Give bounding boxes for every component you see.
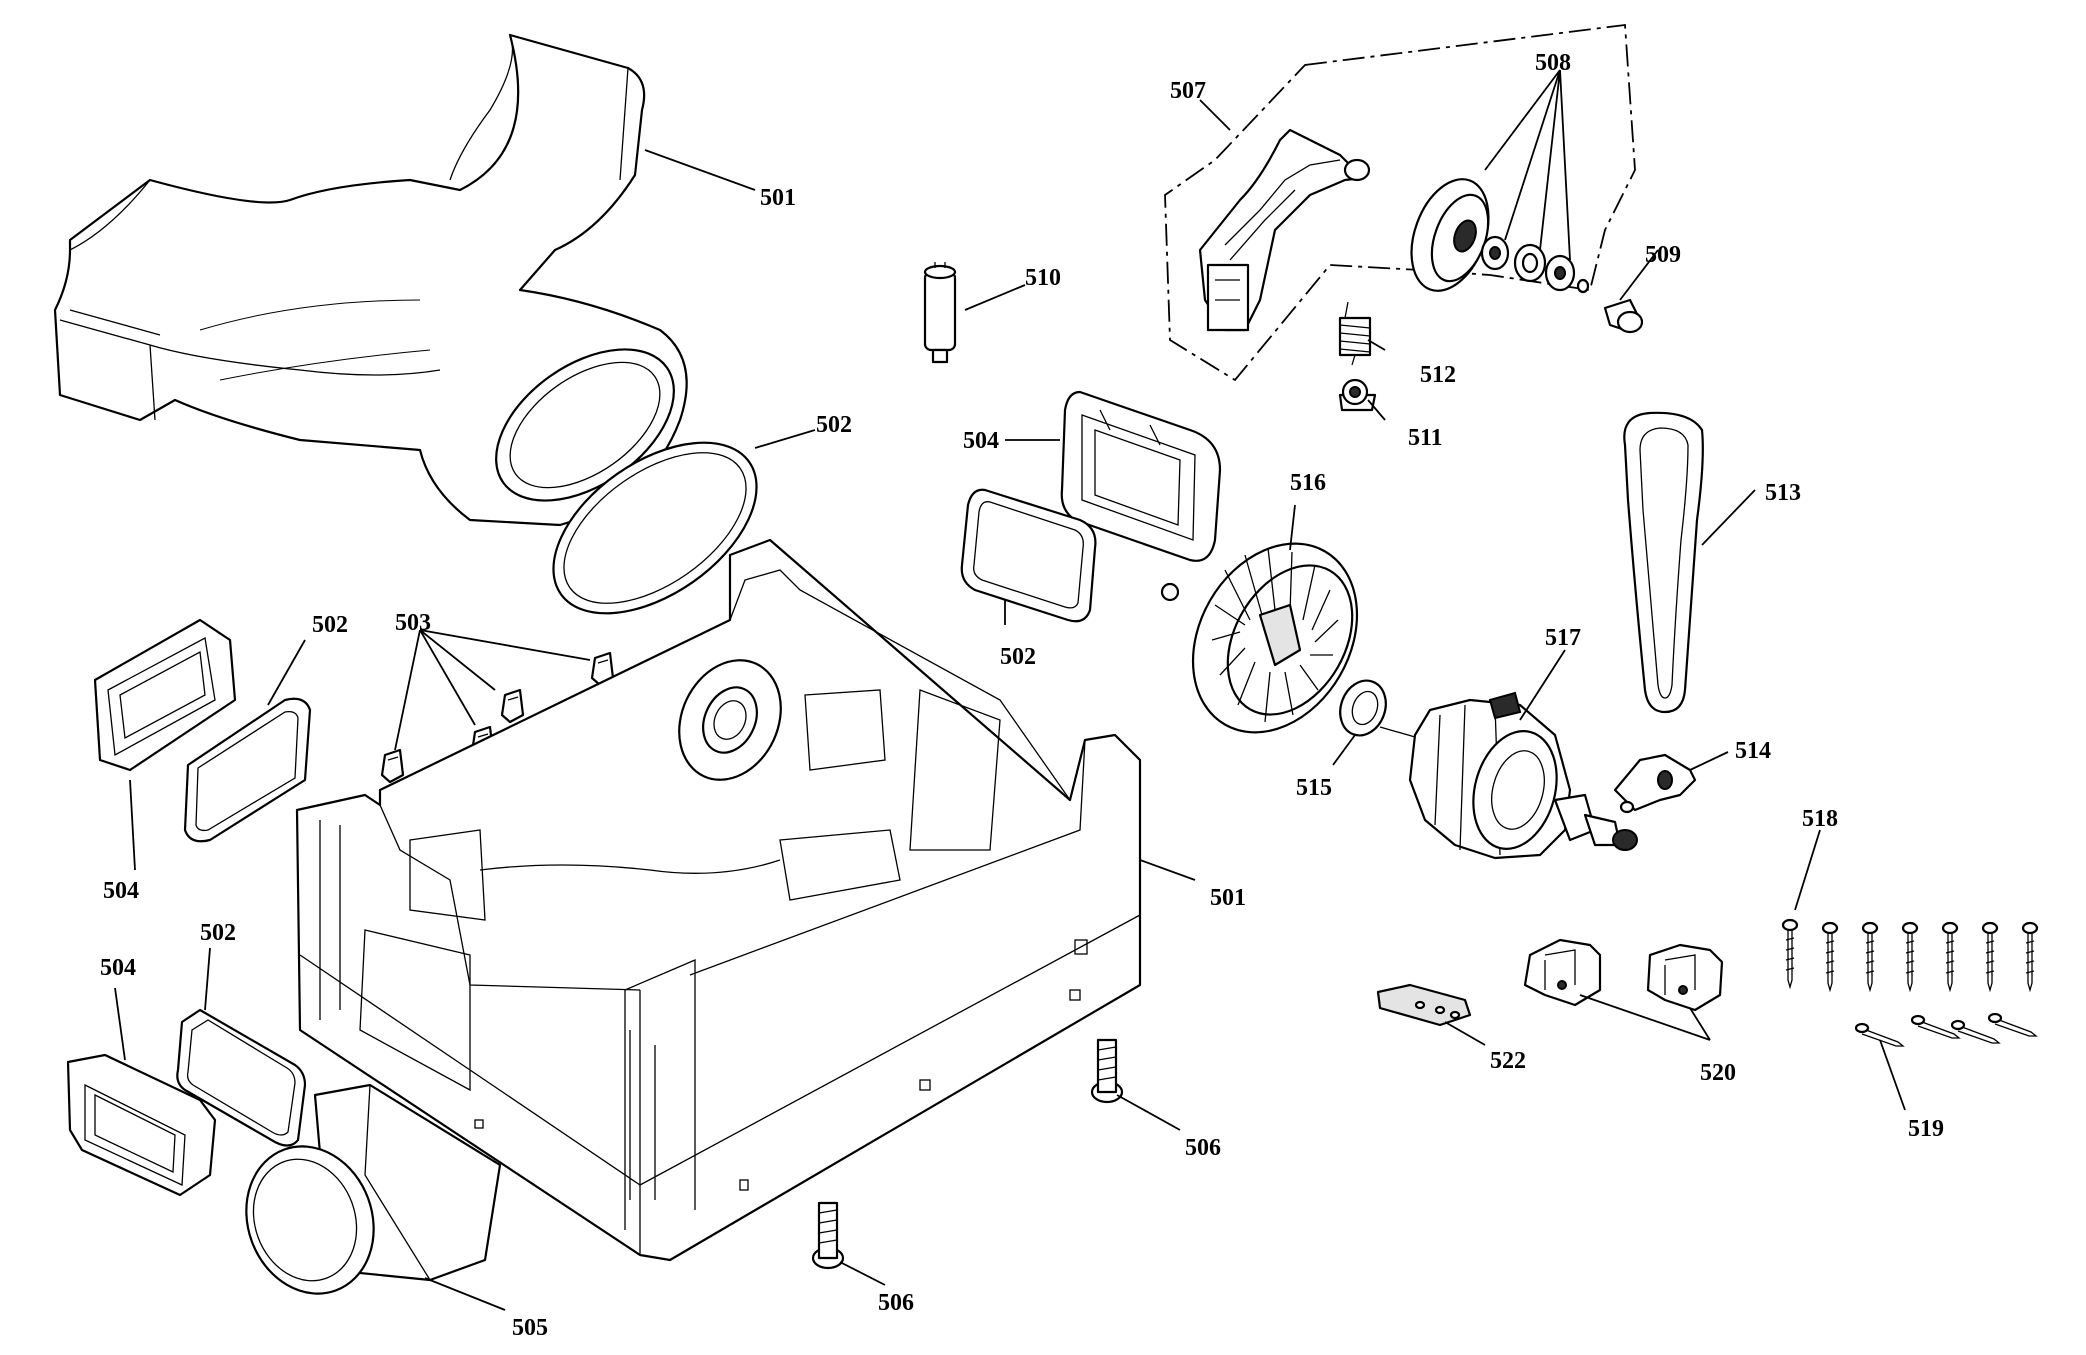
callout-515: 515 (1296, 775, 1332, 801)
callout-501-top: 501 (760, 185, 796, 211)
callout-504-left: 504 (103, 878, 139, 904)
callout-505: 505 (512, 1315, 548, 1341)
clip-503-1 (380, 748, 405, 784)
screw-518-7 (2021, 921, 2039, 993)
part-504-flange-low (66, 1053, 217, 1197)
part-504-flange-top (1060, 390, 1222, 562)
part-502-rect-gasket-low (176, 1008, 307, 1147)
callout-522: 522 (1490, 1048, 1526, 1074)
screw-518-4 (1901, 921, 1919, 993)
callout-504-top: 504 (963, 428, 999, 454)
clip-503-3 (500, 688, 525, 724)
part-520-brackets (1523, 938, 1724, 1012)
callout-507: 507 (1170, 78, 1206, 104)
callout-517: 517 (1545, 625, 1581, 651)
screw-519-3 (1950, 1019, 2001, 1044)
callout-512: 512 (1420, 362, 1456, 388)
part-512-spring (1338, 301, 1372, 366)
callout-519: 519 (1908, 1116, 1944, 1142)
leader-lines (114, 69, 1906, 1311)
screw-518-5 (1941, 921, 1959, 993)
part-511-bracket (1338, 378, 1377, 412)
callout-labels: 501 502 504 502 503 502 504 502 504 505 … (100, 50, 1944, 1341)
callout-502-mid: 502 (1000, 644, 1036, 670)
callout-506-low: 506 (878, 1290, 914, 1316)
part-501-base-frame (295, 538, 1142, 1262)
part-513-belt (1623, 411, 1704, 714)
callout-518: 518 (1802, 806, 1838, 832)
callout-511: 511 (1408, 425, 1443, 451)
part-502-oval-gasket (552, 441, 758, 615)
part-515-bearing-ring (1339, 679, 1387, 737)
part-518-screws (1781, 918, 2039, 993)
screw-519-4 (1987, 1012, 2038, 1037)
part-505-vent-adapter (245, 1083, 502, 1295)
part-519-screws (1854, 1012, 2038, 1047)
callout-508: 508 (1535, 50, 1571, 76)
callout-504-low: 504 (100, 955, 136, 981)
callout-502-top: 502 (816, 412, 852, 438)
callout-503: 503 (395, 610, 431, 636)
part-522-plate (1376, 983, 1472, 1027)
screw-518-3 (1861, 921, 1879, 993)
part-501-air-duct (53, 33, 688, 527)
part-516-fan-impeller (1160, 542, 1359, 734)
part-507-tensioner-arm (1198, 128, 1371, 332)
screw-518-2 (1821, 921, 1839, 993)
screw-518-6 (1981, 921, 1999, 993)
part-514-bracket (1613, 753, 1697, 814)
callout-502-low: 502 (200, 920, 236, 946)
callout-502-left: 502 (312, 612, 348, 638)
screw-519-1 (1854, 1022, 1905, 1047)
callout-510: 510 (1025, 265, 1061, 291)
callout-513: 513 (1765, 480, 1801, 506)
callout-509: 509 (1645, 242, 1681, 268)
part-510-capacitor (923, 262, 957, 364)
callout-506-right: 506 (1185, 1135, 1221, 1161)
callout-516: 516 (1290, 470, 1326, 496)
callout-501-base: 501 (1210, 885, 1246, 911)
part-506-bolt-low (811, 1201, 845, 1270)
screw-518-1 (1781, 918, 1799, 990)
part-502-rect-gasket-mid (960, 488, 1097, 623)
part-506-bolt-right (1090, 1038, 1124, 1104)
part-502-rect-gasket-left (183, 697, 312, 843)
screw-519-2 (1910, 1014, 1961, 1039)
part-504-flange-left (93, 618, 237, 772)
part-517-motor (1379, 691, 1638, 860)
callout-514: 514 (1735, 738, 1771, 764)
callout-520: 520 (1700, 1060, 1736, 1086)
part-508-pulley-bearings (1410, 178, 1590, 294)
part-509-plug (1603, 298, 1644, 334)
